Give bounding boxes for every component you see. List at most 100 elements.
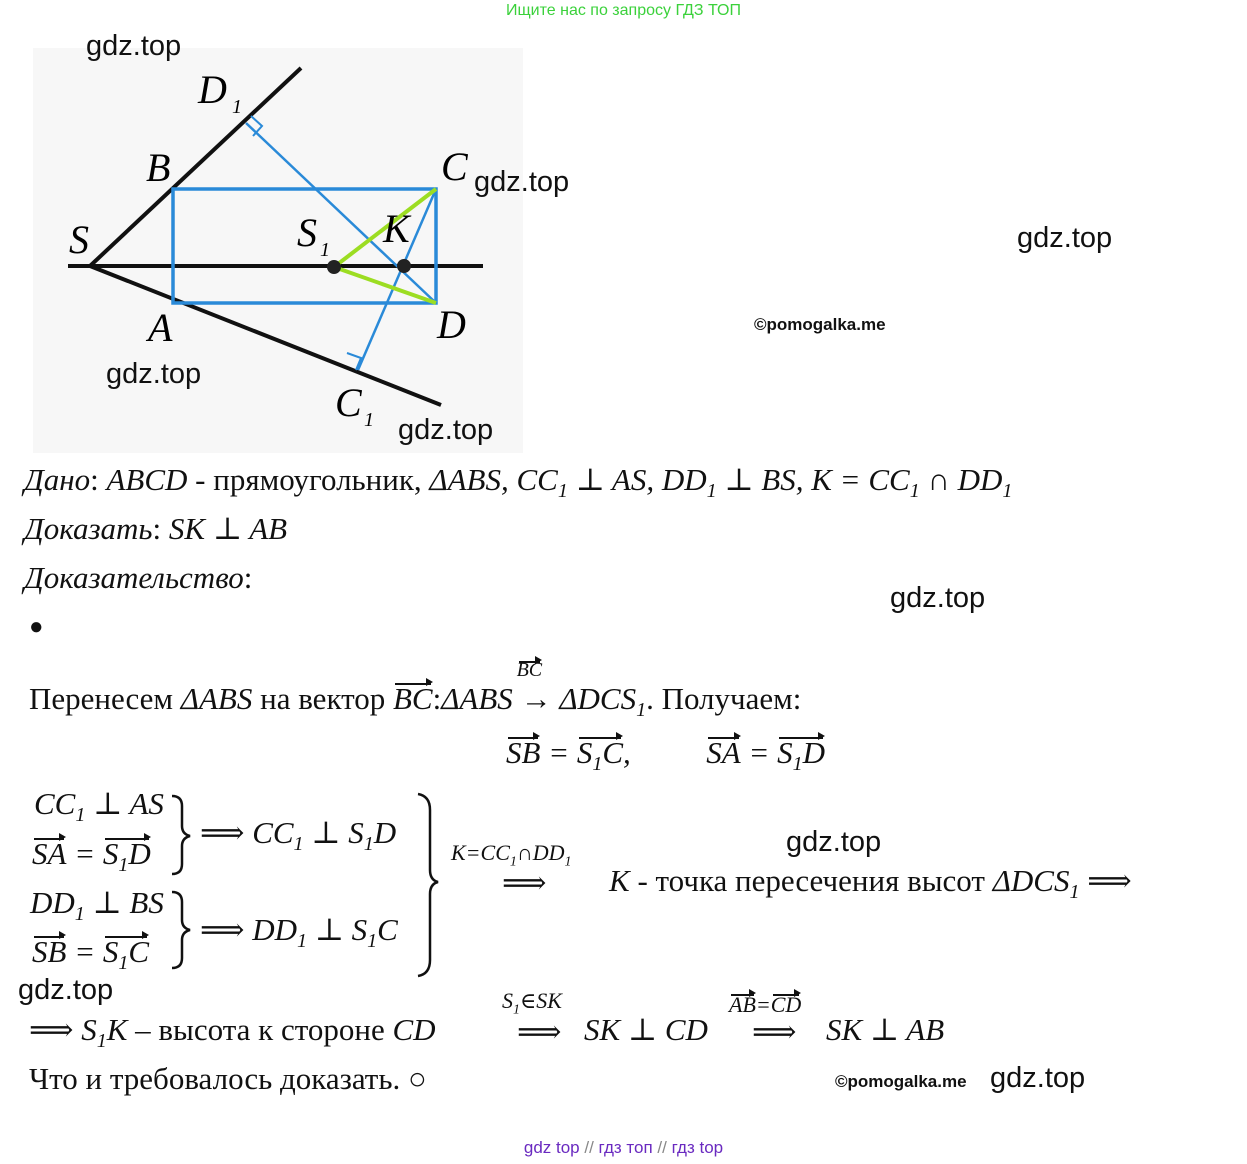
cd: CD [392, 1012, 436, 1047]
result-sk-perp-ab: SK ⊥ AB [826, 1012, 945, 1047]
arrow: → [520, 681, 552, 716]
transfer-tri3: ΔDCS [559, 681, 637, 716]
system-line-3: DD1 ⊥ BS [30, 885, 164, 926]
perp-s: ⊥ S [306, 912, 368, 947]
given-word: Дано [24, 462, 91, 497]
label-c: C [441, 144, 469, 189]
watermark: gdz.top [18, 974, 114, 1006]
label-s1: S [297, 210, 317, 255]
sub: 1 [564, 854, 572, 870]
vector-sa: SA [32, 833, 67, 871]
c: C [377, 912, 398, 947]
equalities-line: SB = S1C, SA = S1D [506, 731, 825, 776]
separator: // [579, 1138, 599, 1157]
c: C [602, 735, 624, 770]
intersection-condition: K=CC1∩DD1 [451, 840, 572, 870]
s: S [576, 735, 593, 770]
comma: , [623, 735, 631, 770]
translation-arrow: BC→ [517, 656, 552, 717]
transfer-colon: : [432, 681, 442, 716]
footer-link[interactable]: гдз top [671, 1138, 724, 1157]
sub: 1 [792, 753, 803, 776]
sub: 1 [367, 930, 378, 953]
label-d1-sub: 1 [232, 96, 242, 118]
sub: 1 [592, 753, 603, 776]
s: S [102, 934, 119, 969]
sub: 1 [75, 804, 86, 827]
footer-link[interactable]: гдз топ [598, 1138, 653, 1157]
perp-bs: ⊥ BS [84, 885, 164, 920]
eq: = [755, 992, 771, 1017]
sub: 1 [1002, 480, 1013, 503]
proof-word: Доказательство [24, 560, 244, 595]
tri-dcs: ΔDCS [992, 863, 1070, 898]
given-text: - прямоугольник, [187, 462, 430, 497]
right-angle-d1 [250, 115, 264, 137]
label-s: S [69, 217, 89, 262]
transfer-post: . Получаем: [646, 681, 802, 716]
top-banner[interactable]: Ищите нас по запросу ГДЗ ТОП [506, 2, 741, 19]
watermark: gdz.top [474, 166, 570, 198]
s: S [502, 988, 513, 1013]
s: S [102, 836, 119, 871]
sub: 1 [636, 699, 647, 722]
sub: 1 [293, 833, 304, 856]
d: D [128, 836, 151, 871]
transfer-line: Перенесем ΔABS на вектор BC:ΔABS BC→ ΔDC… [29, 656, 802, 722]
sub: 1 [509, 854, 517, 870]
k-text: - точка пересечения высот [629, 863, 993, 898]
rectangle-abcd [171, 187, 438, 305]
condition-s1-in-sk: S1∈SK [502, 988, 562, 1018]
d: D [373, 815, 397, 850]
system-line-4: SB = S1C [32, 930, 150, 975]
perp-as: ⊥ AS [85, 786, 164, 821]
label-c1: C [335, 380, 363, 425]
eq: = [66, 836, 103, 871]
vector-sb: SB [32, 931, 67, 969]
line-dd1 [245, 122, 437, 304]
watermark: gdz.top [398, 414, 494, 446]
vector-s1c: S1C [102, 930, 150, 975]
brace-small-2 [171, 890, 191, 970]
given-cap: ∩ DD [919, 462, 1003, 497]
sub: 1 [1069, 881, 1080, 904]
k: K [609, 863, 630, 898]
watermark: gdz.top [1017, 222, 1113, 254]
prove-statement: SK ⊥ AB [168, 511, 288, 546]
result-sk-perp-cd: SK ⊥ CD [584, 1012, 708, 1047]
vector-sa: SA [706, 732, 742, 770]
system-line-1: CC1 ⊥ AS [34, 786, 164, 827]
vector-s1c: S1C [576, 731, 624, 776]
transfer-tri2: ΔABS [441, 681, 513, 716]
segment-s1c [332, 187, 438, 269]
eq: = [540, 735, 577, 770]
bullet: ● [29, 614, 44, 640]
geometry-figure: D 1 B C S S 1 K A D C 1 [33, 48, 523, 453]
point-k [397, 259, 411, 273]
watermark: gdz.top [86, 30, 182, 62]
given-perp2: ⊥ BS, K = CC [716, 462, 910, 497]
implies-arrow: ⟹ [517, 1014, 562, 1049]
brace-small-1 [171, 794, 191, 876]
vector-s1d: S1D [777, 731, 825, 776]
c: C [128, 934, 150, 969]
pomogalka-watermark: ©pomogalka.me [835, 1072, 967, 1091]
transfer-mid: на вектор [252, 681, 393, 716]
figure-background [33, 48, 523, 453]
transfer-tri: ΔABS [180, 681, 253, 716]
ray-sb [88, 66, 303, 268]
brace-large [417, 792, 439, 978]
label-d: D [436, 302, 466, 347]
watermark: gdz.top [786, 826, 882, 858]
ray-sa [89, 264, 442, 407]
given-colon: : [90, 462, 99, 497]
footer-link[interactable]: gdz top [523, 1138, 580, 1157]
proof-heading: Доказательство: [24, 560, 252, 596]
footer: gdz top // гдз топ // гдз top [0, 1138, 1247, 1158]
condition-ab-eq-cd: AB=CD [729, 989, 801, 1018]
separator: // [652, 1138, 672, 1157]
braces [171, 792, 439, 978]
prove-word: Доказать [24, 511, 153, 546]
watermark: gdz.top [990, 1062, 1086, 1094]
final-line: ⟹ S1K – высота к стороне CD [29, 1012, 436, 1053]
